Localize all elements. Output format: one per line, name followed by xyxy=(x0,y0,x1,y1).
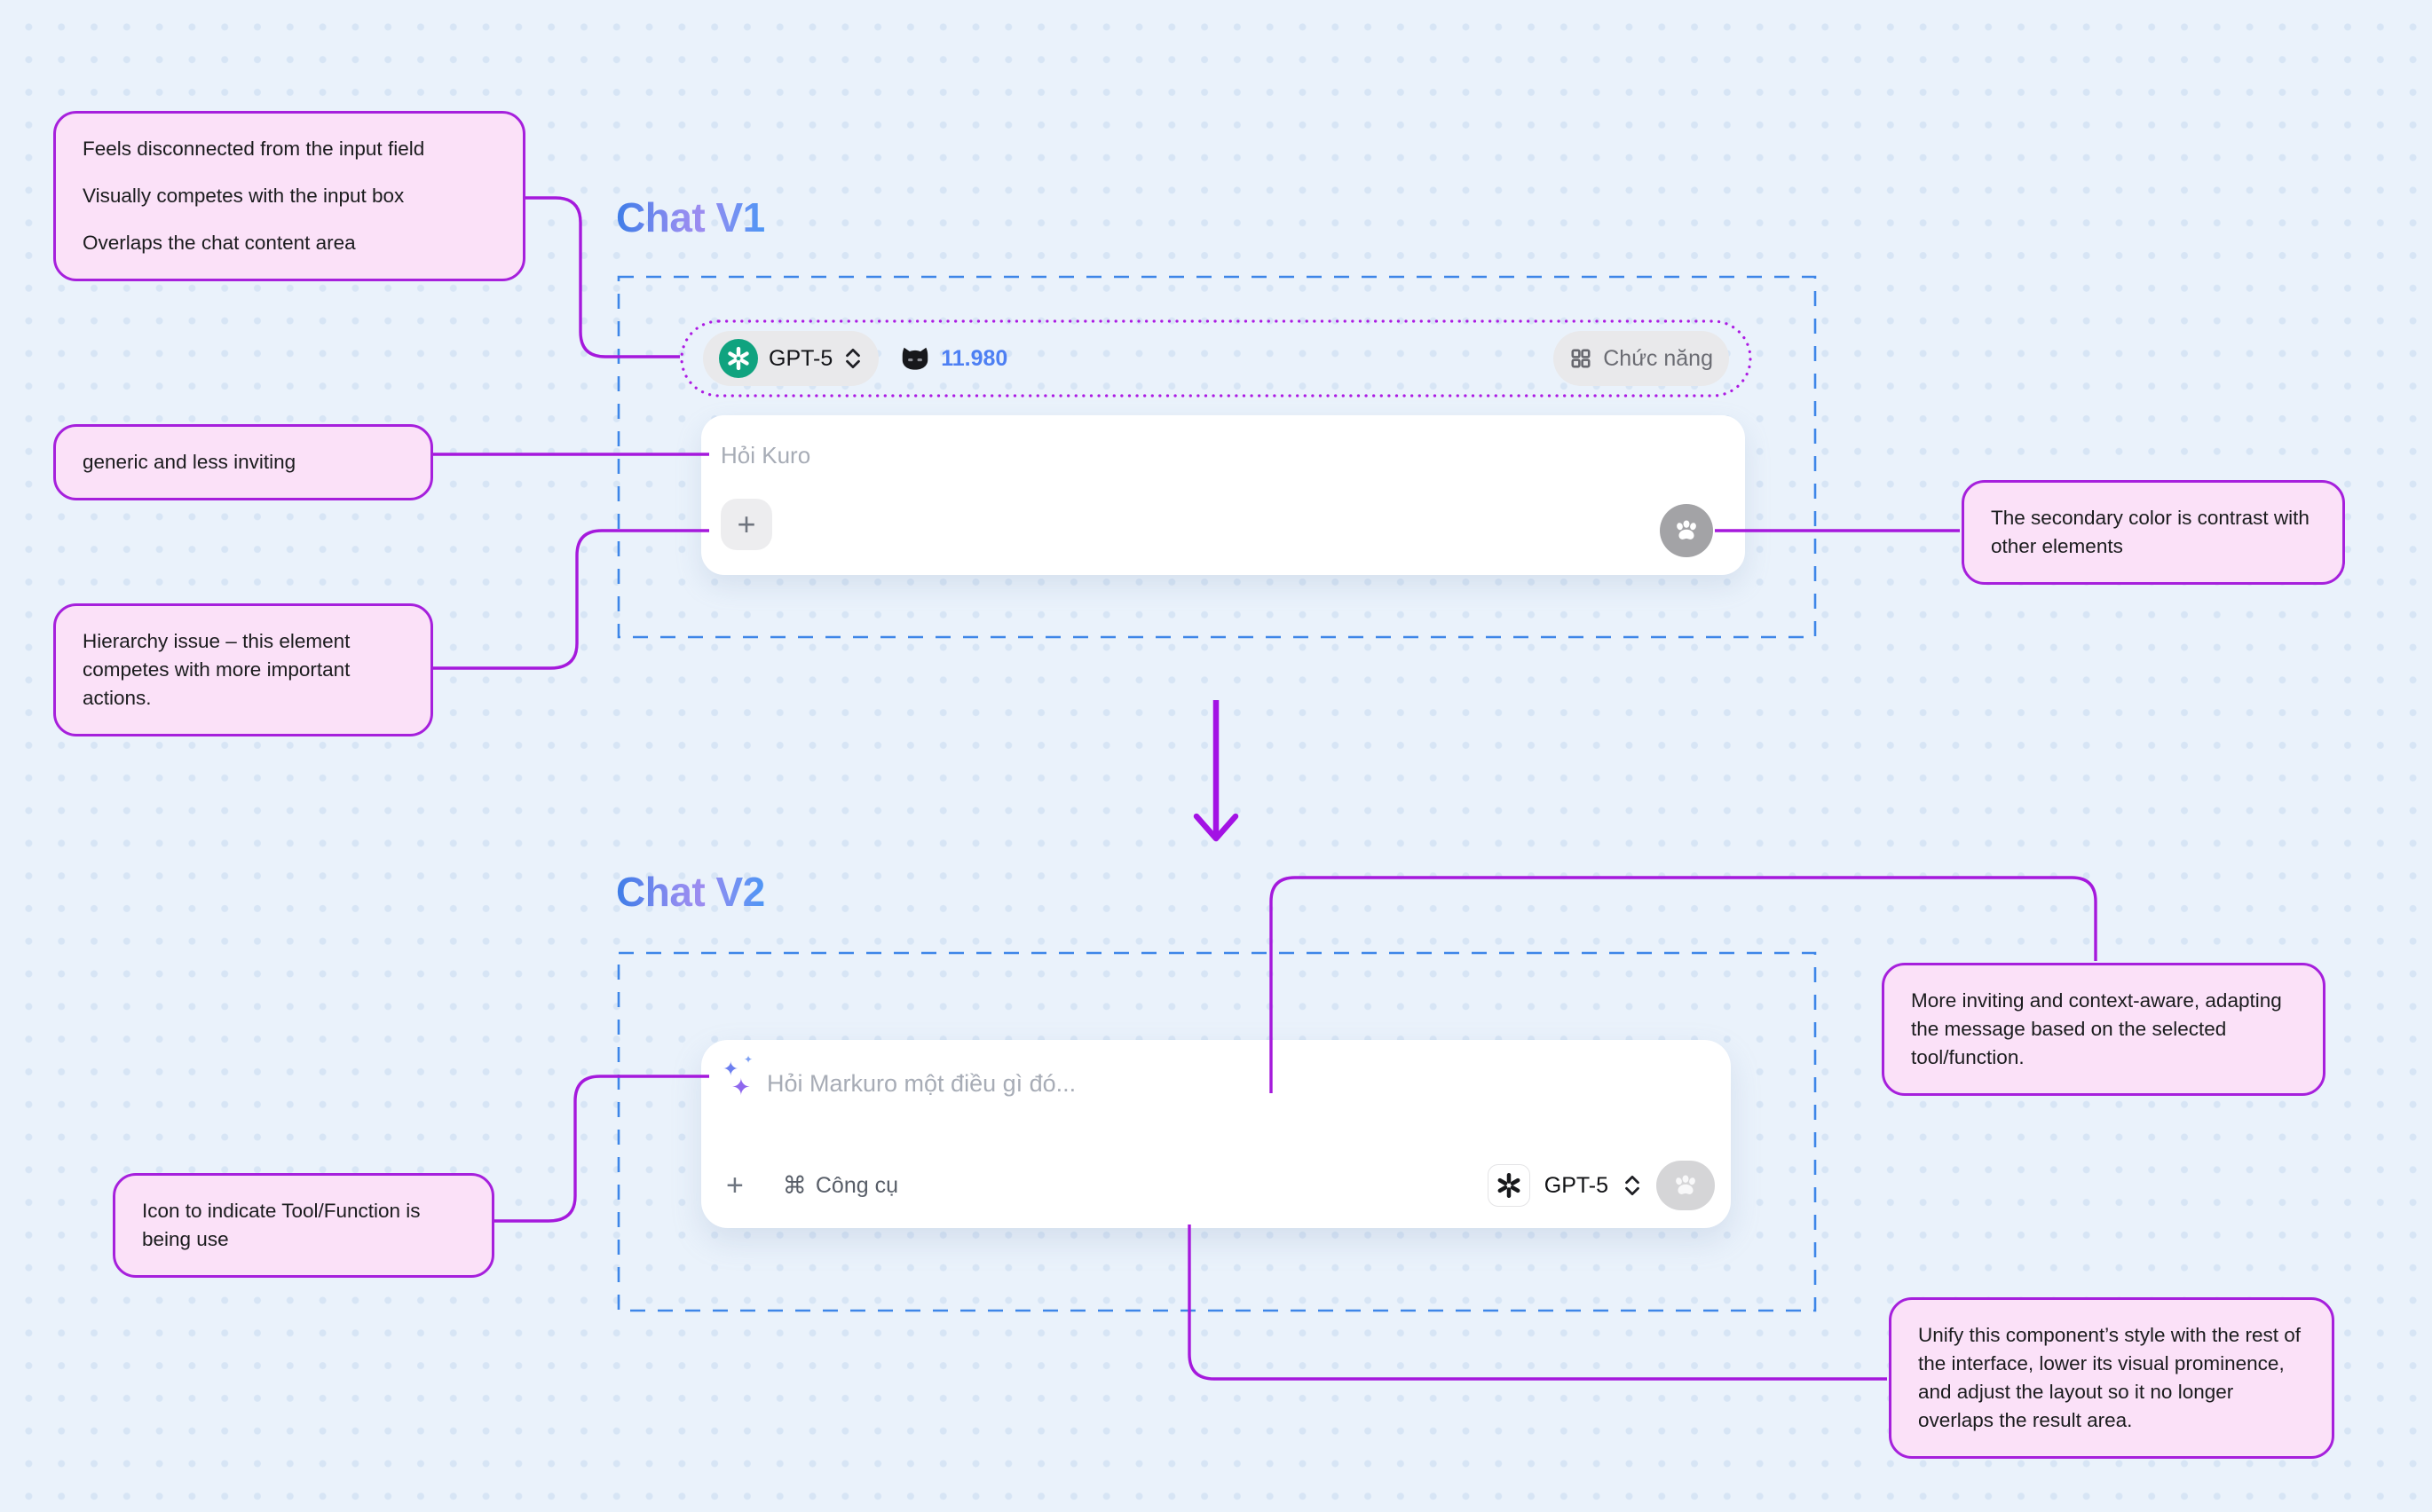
callout-line: Visually competes with the input box xyxy=(83,184,405,207)
paw-icon xyxy=(1670,515,1702,547)
callout-more-inviting[interactable]: More inviting and context-aware, adaptin… xyxy=(1882,963,2325,1096)
cat-icon xyxy=(898,342,932,375)
chevron-updown-icon xyxy=(1623,1173,1642,1198)
connector-tool-icon-to-sparkle xyxy=(494,1075,709,1223)
functions-button[interactable]: Chức năng xyxy=(1553,331,1729,386)
callout-text: generic and less inviting xyxy=(83,451,296,473)
tools-label: Công cụ xyxy=(815,1172,898,1198)
callout-line: Overlaps the chat content area xyxy=(83,231,356,254)
chat-v1-title: Chat V1 xyxy=(616,194,765,240)
model-label: GPT-5 xyxy=(769,345,833,371)
chat-input-v2[interactable]: ✦ ✦ ✦ Hỏi Markuro một điều gì đó... + ⌘ … xyxy=(701,1040,1731,1228)
openai-logo-icon xyxy=(1487,1164,1530,1207)
callout-line: Feels disconnected from the input field xyxy=(83,138,425,160)
paw-icon xyxy=(1670,1169,1702,1201)
paw-button-v2[interactable] xyxy=(1656,1161,1715,1210)
callout-text: Icon to indicate Tool/Function is being … xyxy=(142,1200,421,1250)
command-icon: ⌘ xyxy=(782,1171,807,1199)
callout-hierarchy[interactable]: Hierarchy issue – this element competes … xyxy=(53,603,433,736)
sparkle-icon: ✦ ✦ ✦ xyxy=(722,1053,754,1100)
plus-icon: + xyxy=(737,506,756,542)
callout-generic[interactable]: generic and less inviting xyxy=(53,424,433,500)
token-counter: 11.980 xyxy=(898,342,1007,375)
openai-logo-icon xyxy=(719,339,758,378)
grid-icon xyxy=(1569,347,1592,370)
functions-label: Chức năng xyxy=(1603,345,1713,371)
callout-text: Hierarchy issue – this element competes … xyxy=(83,630,351,709)
model-selector-v1[interactable]: GPT-5 xyxy=(703,331,880,386)
callout-secondary-color[interactable]: The secondary color is contrast with oth… xyxy=(1962,480,2345,585)
chat-v2-title: Chat V2 xyxy=(616,869,765,915)
add-button-v2[interactable]: + xyxy=(726,1169,744,1202)
model-selector-v2[interactable]: GPT-5 xyxy=(1544,1172,1608,1198)
chevron-updown-icon xyxy=(843,346,863,371)
v1-toolbar: GPT-5 11.980 xyxy=(682,321,1750,396)
tools-button[interactable]: ⌘ Công cụ xyxy=(783,1172,898,1200)
callout-text: More inviting and context-aware, adaptin… xyxy=(1911,989,2282,1068)
callout-disconnected[interactable]: Feels disconnected from the input field … xyxy=(53,111,525,281)
callout-text: The secondary color is contrast with oth… xyxy=(1991,507,2310,557)
paw-button-v1[interactable] xyxy=(1660,504,1713,557)
token-count: 11.980 xyxy=(941,345,1008,371)
callout-unify[interactable]: Unify this component’s style with the re… xyxy=(1889,1297,2334,1459)
input-placeholder-v1: Hỏi Kuro xyxy=(721,442,811,469)
callout-text: Unify this component’s style with the re… xyxy=(1918,1324,2302,1431)
callout-tool-icon[interactable]: Icon to indicate Tool/Function is being … xyxy=(113,1173,494,1278)
add-button-v1[interactable]: + xyxy=(721,499,772,550)
flow-arrow-down-icon xyxy=(1193,700,1239,842)
v2-bottom-row: + ⌘ Công cụ xyxy=(726,1161,1715,1210)
chat-input-v1[interactable]: Hỏi Kuro + xyxy=(701,415,1745,575)
v1-toolbar-left: GPT-5 11.980 xyxy=(703,331,1007,386)
input-placeholder-v2: Hỏi Markuro một điều gì đó... xyxy=(767,1070,1077,1097)
connector-input-to-unify xyxy=(1188,1225,1887,1381)
connector-hierarchy-to-add-button xyxy=(433,529,709,670)
